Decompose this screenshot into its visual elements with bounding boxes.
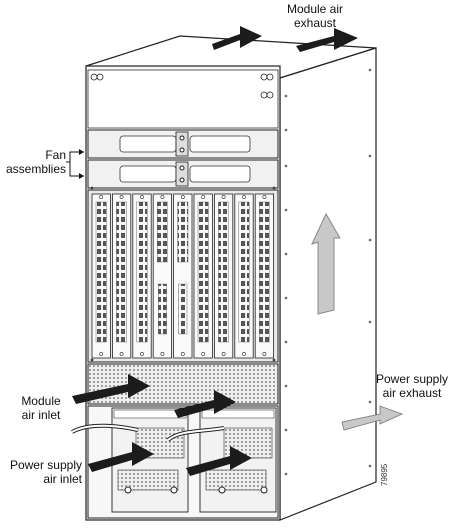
label-module-air-exhaust: Module air exhaust (286, 2, 344, 30)
ps-exhaust-arrow (341, 405, 404, 431)
exhaust-arrow-1 (212, 26, 262, 50)
ps-inlet-arrow-1 (88, 442, 154, 472)
module-card (234, 193, 254, 359)
module-card (91, 193, 111, 359)
module-air-intake-grille (87, 363, 279, 405)
module-cards (91, 193, 274, 359)
label-power-supply-air-inlet: Power supply air inlet (9, 458, 82, 486)
module-inlet-arrow-1 (72, 374, 150, 404)
exhaust-arrow-2 (296, 28, 358, 52)
figure-id: 79895 (380, 463, 389, 486)
module-inlet-arrow-2 (174, 390, 236, 418)
side-rivets (284, 68, 372, 476)
fan-assembly-upper (87, 129, 279, 159)
label-fan-assemblies: Fan assemblies (5, 148, 66, 176)
module-card (213, 193, 234, 359)
module-card (173, 193, 193, 359)
ps-inlet-arrow-2 (186, 446, 252, 476)
label-module-air-inlet: Module air inlet (21, 394, 61, 422)
module-card (152, 193, 172, 359)
side-airflow-arrow (311, 212, 341, 315)
module-card (193, 193, 213, 359)
module-card (112, 193, 132, 359)
fan-assembly-lower (87, 159, 279, 189)
module-card (132, 193, 152, 359)
module-card (254, 193, 274, 359)
label-power-supply-air-exhaust: Power supply air exhaust (375, 372, 449, 400)
fan-bracket (66, 151, 84, 177)
